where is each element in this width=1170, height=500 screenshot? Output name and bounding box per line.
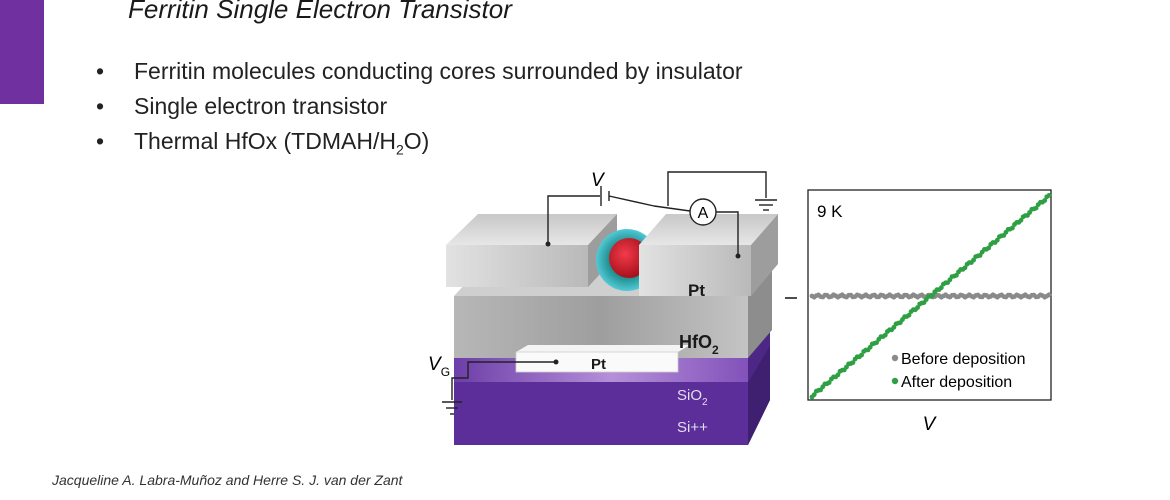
citation-authors: Jacqueline A. Labra-Muñoz and Herre S. J… <box>52 472 403 488</box>
legend-label-before: Before deposition <box>901 351 1026 368</box>
citation: Jacqueline A. Labra-Muñoz and Herre S. J… <box>52 470 402 490</box>
data-point <box>915 305 920 310</box>
chart-annotation: 9 K <box>817 202 843 221</box>
data-point <box>1046 193 1052 198</box>
iv-chart: 9 K V Before deposition After deposition <box>785 189 1052 435</box>
bullet-list: Ferritin molecules conducting cores surr… <box>96 54 743 168</box>
bullet-item: Thermal HfOx (TDMAH/H2O) <box>96 124 743 168</box>
data-point <box>826 380 832 385</box>
data-point <box>962 265 968 271</box>
data-point <box>938 285 944 291</box>
data-point <box>1010 225 1015 231</box>
right-electrode <box>639 214 778 296</box>
data-point <box>1033 205 1039 211</box>
data-point <box>994 237 1000 243</box>
chart-xlabel: V <box>923 414 938 435</box>
bias-voltage-label: V <box>591 170 606 191</box>
slide-title: Ferritin Single Electron Transistor <box>128 0 512 24</box>
legend-marker-after <box>891 377 899 385</box>
left-electrode <box>446 214 617 287</box>
pt-top-label: Pt <box>688 281 705 300</box>
ammeter: A <box>689 198 717 226</box>
bullet-item: Ferritin molecules conducting cores surr… <box>96 54 743 89</box>
wire-contacts <box>545 241 741 365</box>
data-point <box>835 372 841 378</box>
data-point <box>811 392 817 398</box>
si-substrate <box>454 340 770 445</box>
data-point <box>986 245 992 251</box>
plot-area <box>809 193 1052 400</box>
gate-electrode <box>515 345 690 373</box>
accent-bar <box>0 0 44 104</box>
sio2-label: SiO2 <box>677 387 708 408</box>
data-point <box>850 360 856 365</box>
data-point <box>930 292 936 298</box>
pt-gate-label: Pt <box>591 356 606 373</box>
data-point <box>906 312 912 318</box>
data-point <box>882 332 888 338</box>
si-label: Si++ <box>677 419 708 436</box>
bullet-item: Single electron transistor <box>96 89 743 124</box>
data-point <box>859 352 864 358</box>
hfo2-label: HfO2 <box>679 332 719 357</box>
ammeter-label: A <box>698 205 709 222</box>
gate-voltage-label: VG <box>428 354 450 379</box>
legend-label-after: After deposition <box>901 374 1012 391</box>
legend-marker-before <box>891 354 899 362</box>
circuit-wiring <box>442 171 777 415</box>
data-point <box>1046 292 1052 298</box>
data-point <box>1042 198 1048 203</box>
data-point <box>1018 217 1024 223</box>
chart-legend: Before deposition After deposition <box>891 351 1026 391</box>
